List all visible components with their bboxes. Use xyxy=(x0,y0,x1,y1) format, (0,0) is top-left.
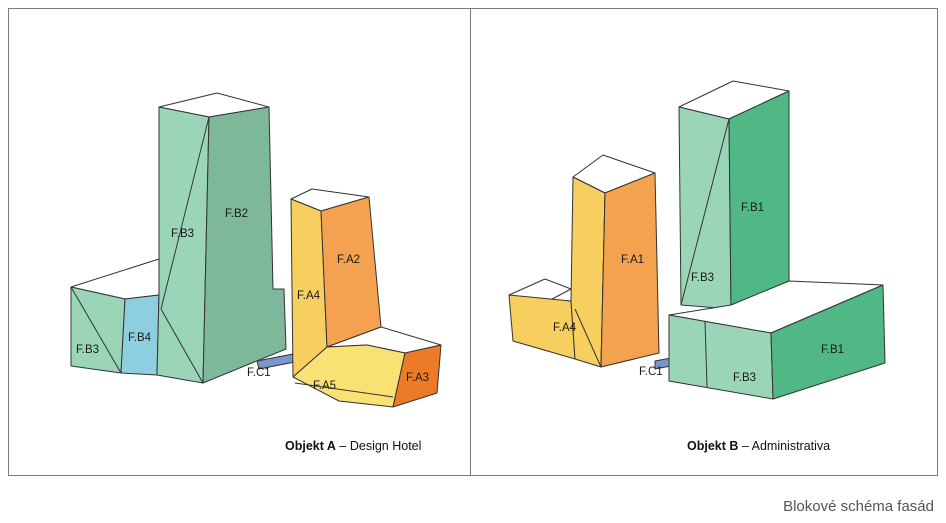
label-fa5: F.A5 xyxy=(313,380,336,392)
objekt-a-panel: F.B2 F.B3 F.B3 F.B4 F.C1 F.A2 F.A4 F.A5 … xyxy=(8,8,471,476)
face-fb1-wing xyxy=(770,284,886,400)
objekt-b-panel: F.A1 F.A4 F.C1 F.B1 F.B3 F.B1 F.B3 Objek… xyxy=(470,8,938,476)
label-fb3-tower: F.B3 xyxy=(171,228,194,240)
facet-line xyxy=(574,308,602,368)
label-fa4: F.A4 xyxy=(553,322,577,334)
face-fa2 xyxy=(320,196,382,348)
label-fb3-wing: F.B3 xyxy=(733,372,756,384)
face-fa3 xyxy=(392,344,442,408)
label-fa4: F.A4 xyxy=(297,290,321,302)
objekt-a-caption: Objekt A – Design Hotel xyxy=(285,439,421,453)
face-fa1 xyxy=(600,172,660,368)
face-fb3-wing xyxy=(70,286,126,374)
objekt-b-title: Objekt B xyxy=(687,439,739,453)
label-fa1: F.A1 xyxy=(621,254,644,266)
face-fb3-tower xyxy=(156,106,210,384)
page-caption: Blokové schéma fasád xyxy=(783,498,934,515)
facet-line xyxy=(704,320,708,388)
label-fa2: F.A2 xyxy=(337,254,360,266)
label-fb1-tower: F.B1 xyxy=(741,202,764,214)
label-fb4: F.B4 xyxy=(128,332,152,344)
facet-line xyxy=(294,382,394,398)
label-fa3: F.A3 xyxy=(406,372,429,384)
label-fc1: F.C1 xyxy=(247,367,271,379)
objekt-a-subtitle: – Design Hotel xyxy=(335,439,422,453)
facet-line xyxy=(70,286,122,374)
objekt-b-diagram: F.A1 F.A4 F.C1 F.B1 F.B3 F.B1 F.B3 xyxy=(508,80,886,400)
label-fb1-wing: F.B1 xyxy=(821,344,844,356)
objekt-b-caption: Objekt B – Administrativa xyxy=(687,439,830,453)
face-fb1-tower xyxy=(728,90,790,310)
label-fc1: F.C1 xyxy=(639,366,663,378)
objekt-a-diagram: F.B2 F.B3 F.B3 F.B4 F.C1 F.A2 F.A4 F.A5 … xyxy=(70,92,442,408)
face-fb2 xyxy=(202,106,287,384)
facet-line xyxy=(160,308,204,384)
objekt-b-subtitle: – Administrativa xyxy=(738,439,831,453)
facet-line xyxy=(680,118,730,306)
label-fb2: F.B2 xyxy=(225,208,248,220)
facet-line xyxy=(160,116,210,310)
objekt-a-title: Objekt A xyxy=(285,439,336,453)
label-fb3-wing: F.B3 xyxy=(76,344,99,356)
label-fb3-tower: F.B3 xyxy=(691,272,714,284)
